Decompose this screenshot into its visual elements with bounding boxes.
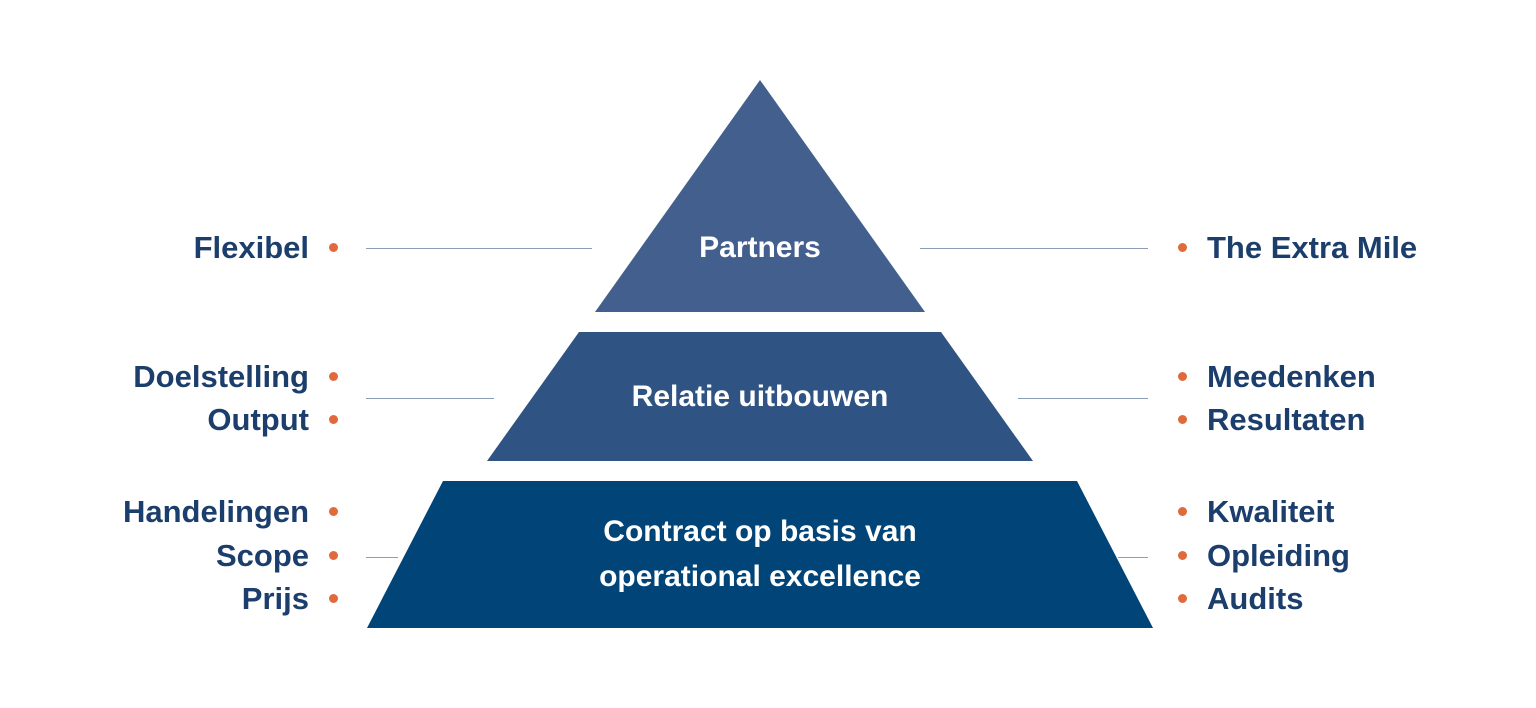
bullet-icon [1178,551,1187,561]
tier-bottom-label-line1: Contract op basis van [603,515,917,548]
list-item-text: Doelstelling [133,359,309,394]
right-item-kwaliteit: Kwaliteit [1178,490,1334,534]
list-item-text: The Extra Mile [1207,230,1418,265]
bullet-icon [329,594,338,604]
list-item-text: Output [207,402,309,437]
connector-middle-right [1018,398,1148,399]
bullet-icon [1178,594,1187,604]
bullet-icon [1178,507,1187,517]
tier-middle-label: Relatie uitbouwen [631,380,889,413]
left-item-flexibel: Flexibel [194,226,338,270]
tier-middle-shape [487,332,1033,461]
right-item-meedenken: Meedenken [1178,355,1376,399]
right-item-opleiding: Opleiding [1178,534,1350,578]
tier-top-label: Partners [699,231,821,264]
bullet-icon [329,243,338,253]
bullet-icon [329,507,338,517]
connector-bottom-right [1118,557,1148,558]
left-item-scope: Scope [216,534,338,578]
connector-bottom-left [366,557,398,558]
connector-middle-left [366,398,494,399]
connector-top-left [366,248,592,249]
left-item-handelingen: Handelingen [123,490,338,534]
left-item-prijs: Prijs [242,577,338,621]
list-item-text: Kwaliteit [1207,494,1335,529]
bullet-icon [1178,415,1187,425]
tier-bottom-label-line2: operational excellence [599,560,921,593]
right-item-audits: Audits [1178,577,1303,621]
bullet-icon [1178,243,1187,253]
bullet-icon [329,415,338,425]
right-item-resultaten: Resultaten [1178,398,1365,442]
bullet-icon [329,551,338,561]
list-item-text: Opleiding [1207,538,1350,573]
bullet-icon [329,372,338,382]
tier-bottom-shape [367,481,1153,628]
bullet-icon [1178,372,1187,382]
list-item-text: Prijs [241,581,309,616]
right-item-the-extra-mile: The Extra Mile [1178,226,1417,270]
list-item-text: Meedenken [1207,359,1376,394]
list-item-text: Resultaten [1207,402,1366,437]
tier-top-shape [595,80,925,312]
list-item-text: Flexibel [193,230,309,265]
connector-top-right [920,248,1148,249]
left-item-output: Output [207,398,338,442]
list-item-text: Audits [1207,581,1304,616]
left-item-doelstelling: Doelstelling [133,355,338,399]
list-item-text: Scope [215,538,309,573]
list-item-text: Handelingen [122,494,309,529]
